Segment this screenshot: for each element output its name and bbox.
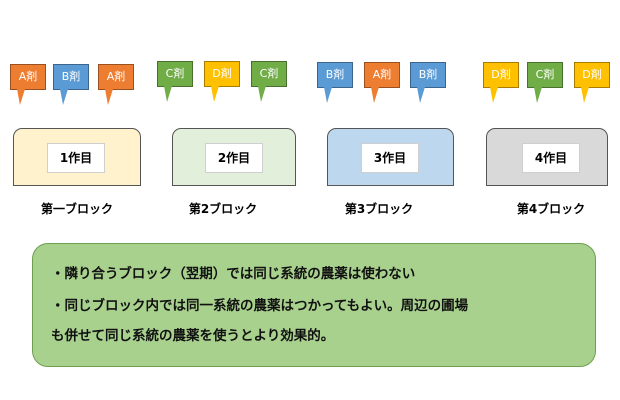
block-label-3: 第3ブロック: [344, 202, 414, 216]
callout-tail: [60, 89, 68, 105]
note-line-2: ・同じブロック内では同一系統の農薬はつかってもよい。周辺の圃場: [51, 298, 469, 314]
field-block-4: 4作目: [486, 128, 608, 186]
pesticide-callout-d: D剤: [574, 62, 610, 103]
pesticide-callout-c: C剤: [157, 61, 193, 102]
callout-tail: [164, 86, 172, 102]
callout-tail: [581, 87, 589, 103]
pesticide-callout-d: D剤: [204, 61, 240, 102]
block-label-2: 第2ブロック: [188, 202, 258, 216]
callout-tail: [17, 89, 25, 105]
pesticide-callout-c: C剤: [527, 62, 563, 103]
notes-panel: ・隣り合うブロック（翌期）では同じ系統の農薬は使わない ・同じブロック内では同一…: [32, 243, 596, 367]
pesticide-callout-a: A剤: [364, 62, 400, 103]
crop-label-4: 4作目: [522, 143, 580, 173]
note-line-3: も併せて同じ系統の農薬を使うとより効果的。: [51, 328, 335, 344]
crop-label-1: 1作目: [47, 143, 105, 173]
pesticide-callout-a: A剤: [98, 64, 134, 105]
pesticide-callout-a: A剤: [10, 64, 46, 105]
callout-tail: [258, 86, 266, 102]
callout-tail: [324, 87, 332, 103]
crop-label-2: 2作目: [205, 143, 263, 173]
callout-tail: [490, 87, 498, 103]
block-label-1: 第一ブロック: [40, 202, 113, 216]
pesticide-callout-c: C剤: [251, 61, 287, 102]
note-line-1: ・隣り合うブロック（翌期）では同じ系統の農薬は使わない: [51, 266, 416, 282]
callout-tail: [371, 87, 379, 103]
callout-tail: [534, 87, 542, 103]
field-block-2: 2作目: [172, 128, 296, 186]
field-block-1: 1作目: [13, 128, 141, 186]
pesticide-callout-d: D剤: [483, 62, 519, 103]
callout-tail: [211, 86, 219, 102]
pesticide-callout-b: B剤: [410, 62, 446, 103]
callout-tail: [417, 87, 425, 103]
block-label-4: 第4ブロック: [516, 202, 586, 216]
field-block-3: 3作目: [327, 128, 454, 186]
crop-label-3: 3作目: [361, 143, 419, 173]
pesticide-callout-b: B剤: [53, 64, 89, 105]
callout-tail: [105, 89, 113, 105]
pesticide-callout-b: B剤: [317, 62, 353, 103]
